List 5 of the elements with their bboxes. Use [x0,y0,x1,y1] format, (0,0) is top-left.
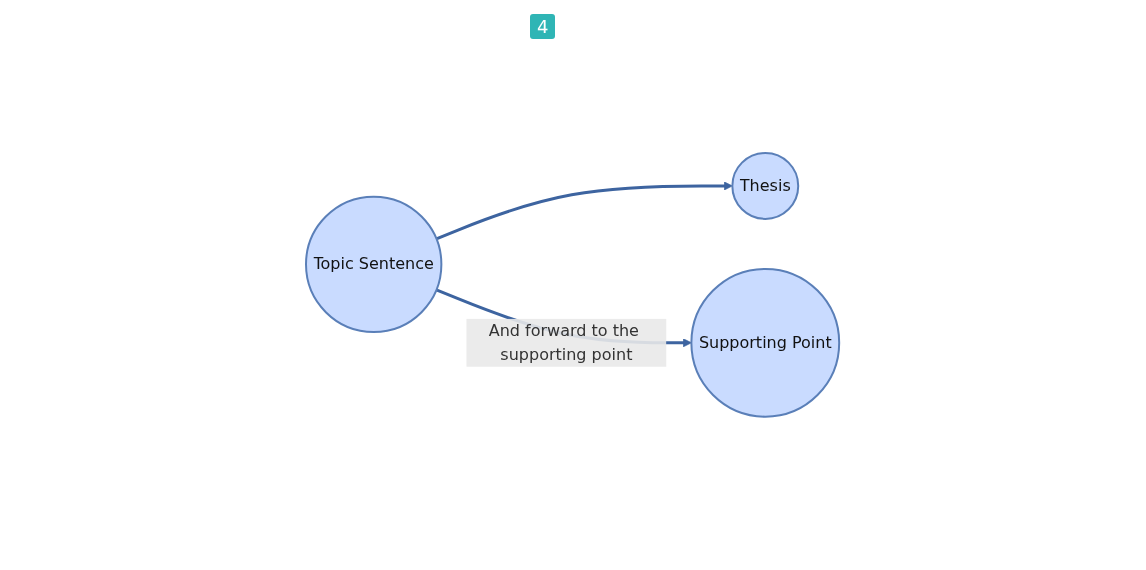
node-circle: Thesis [731,152,800,221]
node-circle: Supporting Point [690,268,841,418]
callout-number: 4 [530,14,556,39]
node-circle: Topic Sentence [305,195,443,334]
edge-label: And forward to the supporting point [489,320,640,364]
